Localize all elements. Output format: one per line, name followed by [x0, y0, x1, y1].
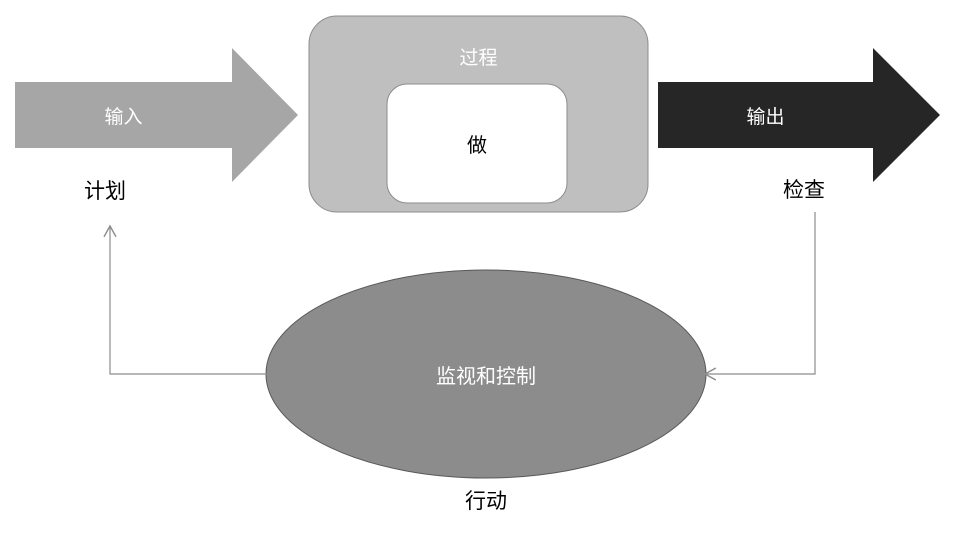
do-label: 做 [467, 133, 487, 157]
action-label: 行动 [465, 489, 507, 513]
do-box [386, 83, 568, 204]
input-arrow [15, 48, 298, 182]
check-label: 检查 [783, 178, 825, 202]
check-to-monitor-connector [703, 212, 816, 381]
monitor-to-plan-connector [103, 224, 268, 375]
input-label: 输入 [104, 105, 143, 128]
process-label: 过程 [459, 46, 498, 69]
output-label: 输出 [746, 105, 785, 128]
output-arrow [658, 48, 940, 182]
plan-label: 计划 [84, 179, 126, 203]
monitor-control-label: 监视和控制 [436, 363, 536, 388]
